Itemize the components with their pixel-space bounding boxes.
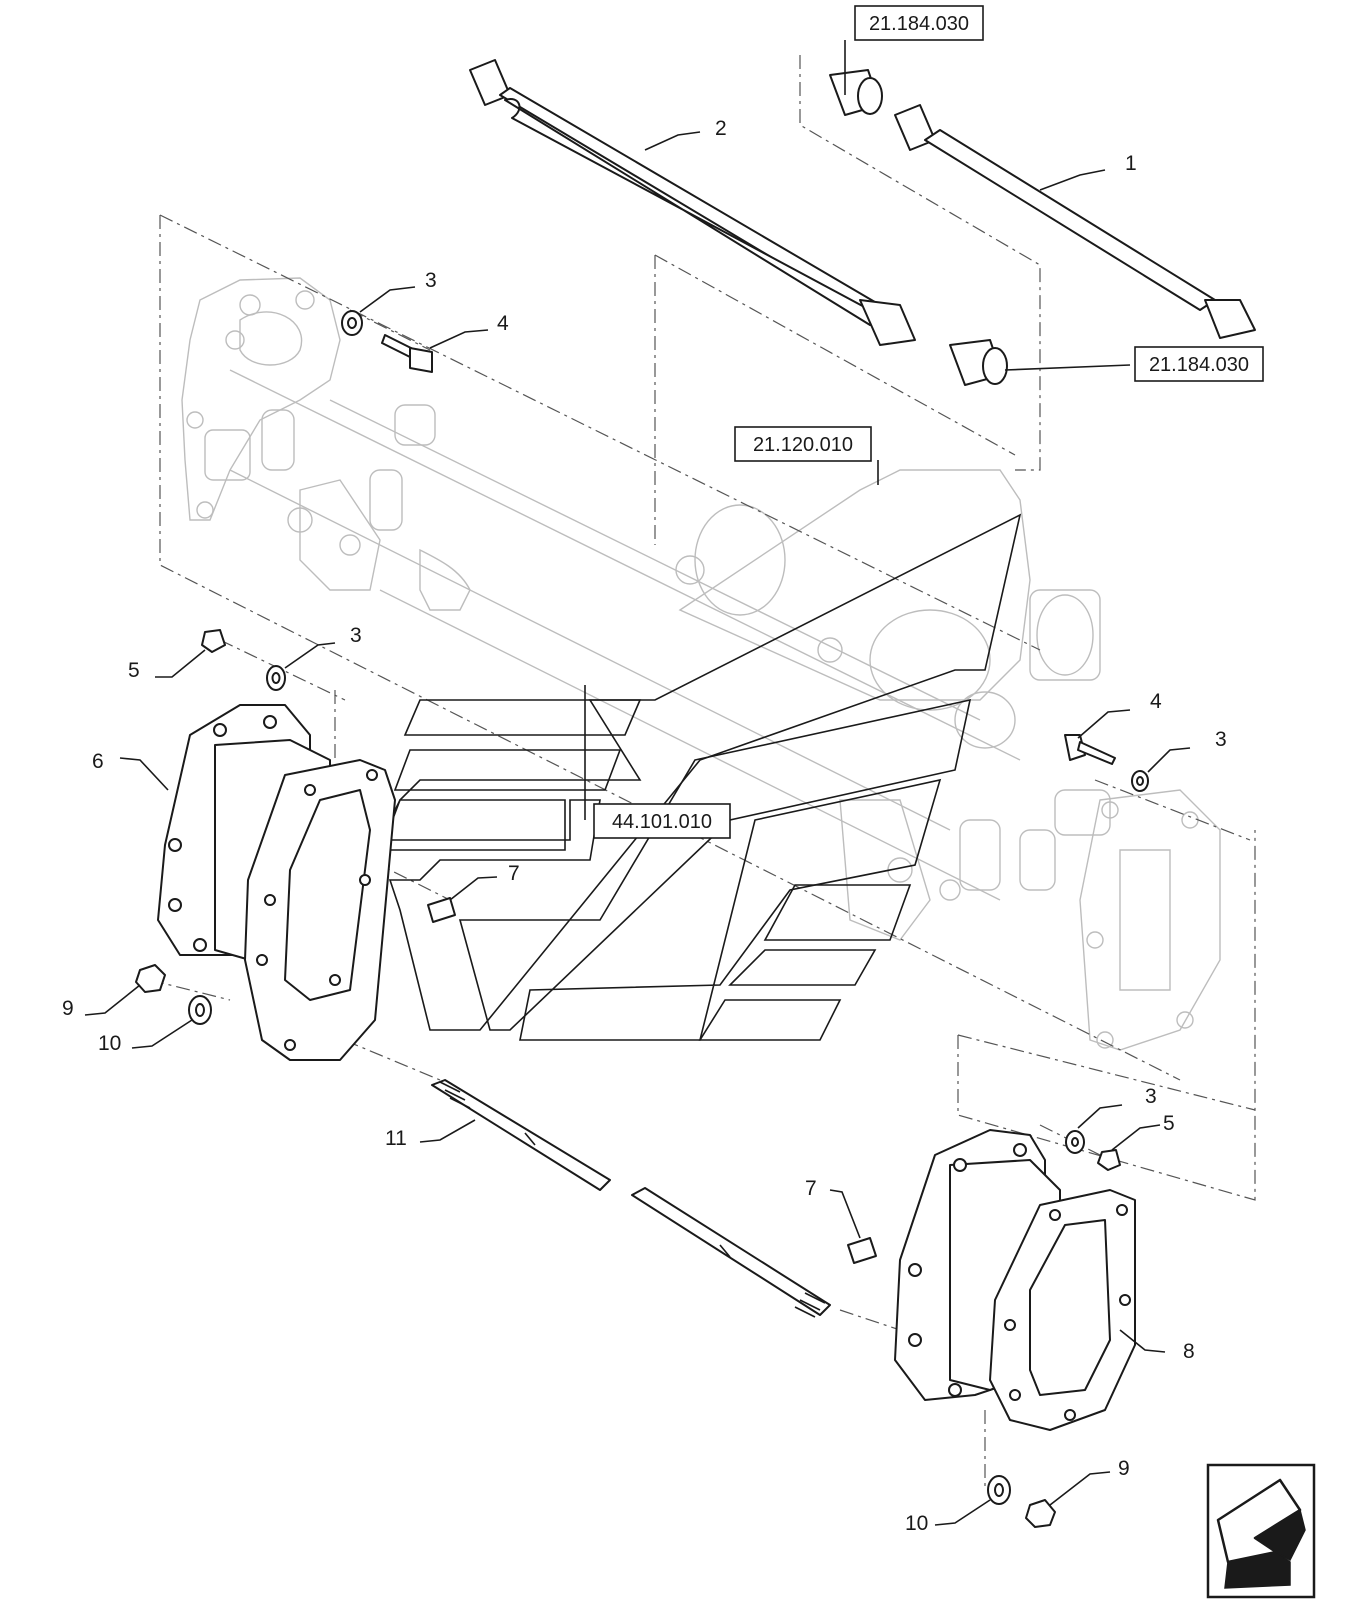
nut-9-lower: [1025, 1499, 1056, 1528]
callout-11: 11: [385, 1127, 407, 1150]
shaft-1: [894, 104, 1256, 339]
leader-lines: [84, 40, 1191, 1526]
callout-7: 7: [805, 1177, 817, 1200]
callout-3: 3: [1145, 1085, 1157, 1108]
callout-6: 6: [92, 750, 104, 773]
callout-4: 4: [497, 312, 509, 335]
washer-3-lower: [1065, 1130, 1085, 1154]
flange-plate-left: [244, 759, 396, 1061]
callout-9: 9: [62, 997, 74, 1020]
callout-7: 7: [508, 862, 520, 885]
washer-10-left: [188, 995, 212, 1025]
ref-link-44-101-010[interactable]: 44.101.010: [593, 803, 731, 839]
washer-10-lower: [987, 1475, 1011, 1505]
callout-3: 3: [425, 269, 437, 292]
previous-page-arrow-icon[interactable]: [1206, 1463, 1316, 1599]
nut-5-left: [201, 629, 226, 653]
ref-link-21-184-030-right[interactable]: 21.184.030: [1134, 346, 1264, 382]
axle-reference-outline: [373, 513, 1022, 1041]
callout-2: 2: [715, 117, 727, 140]
washer-3-right: [1131, 770, 1149, 792]
nut-9-left: [135, 964, 166, 993]
callout-3: 3: [350, 624, 362, 647]
callout-5: 5: [1163, 1112, 1175, 1135]
svg-text:21.120.010: 21.120.010: [753, 434, 853, 456]
background-housing: [181, 277, 1221, 1051]
svg-text:21.184.030: 21.184.030: [869, 13, 969, 35]
assembly-brackets: [149, 55, 1256, 1490]
ref-link-21-120-010[interactable]: 21.120.010: [734, 426, 872, 462]
callout-10: 10: [98, 1032, 121, 1055]
flange-plate-right: [989, 1189, 1136, 1431]
nut-5-lower: [1097, 1149, 1121, 1171]
washer-3-top: [341, 310, 363, 336]
callout-1: 1: [1125, 152, 1137, 175]
shaft-2: [469, 59, 916, 346]
coupler-lower: [949, 339, 1008, 386]
washer-3-left: [266, 665, 286, 691]
callout-8: 8: [1183, 1340, 1195, 1363]
callout-3: 3: [1215, 728, 1227, 751]
callout-10: 10: [905, 1512, 928, 1535]
ref-link-21-184-030-top[interactable]: 21.184.030: [854, 5, 984, 41]
callout-numbers: 1 2 3 4 5 3 6 4 3 7 9 10 11 3 5 7 8 9 10: [62, 117, 1227, 1535]
bolt-4-top: [381, 334, 433, 373]
pin-7-left: [427, 897, 456, 923]
pin-7-lower: [847, 1237, 877, 1264]
coupler-top: [829, 69, 883, 116]
bolt-4-right: [1064, 734, 1116, 765]
svg-text:44.101.010: 44.101.010: [612, 811, 712, 833]
callout-4: 4: [1150, 690, 1162, 713]
svg-text:21.184.030: 21.184.030: [1149, 354, 1249, 376]
callout-5: 5: [128, 659, 140, 682]
stud-11: [431, 1079, 831, 1318]
callout-9: 9: [1118, 1457, 1130, 1480]
